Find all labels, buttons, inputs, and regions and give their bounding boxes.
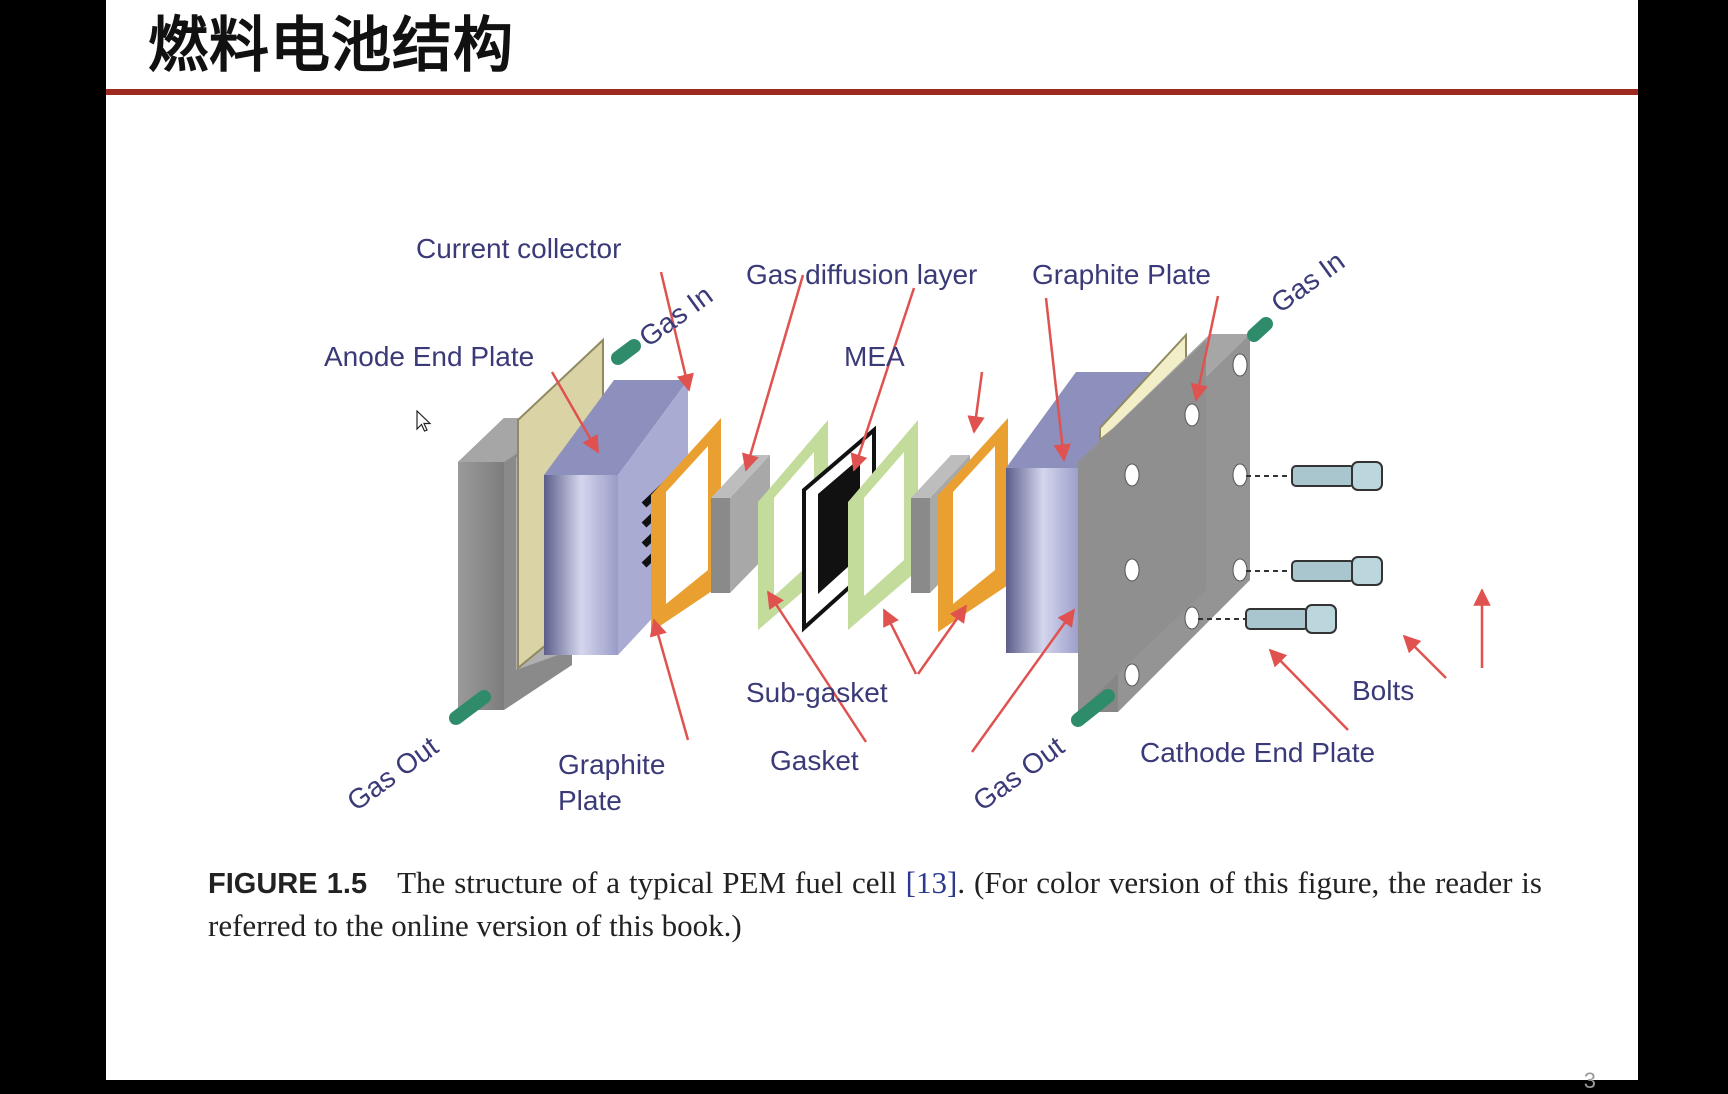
gas-port-right-out (1071, 689, 1115, 727)
anode-gasket (651, 418, 721, 632)
label-bolts: Bolts (1352, 675, 1414, 706)
label-gas-out-left: Gas Out (341, 730, 444, 816)
mouse-cursor-icon (416, 410, 432, 432)
gas-port-left-in (611, 339, 641, 365)
caption-text: The structure of a typical PEM fuel cell (397, 865, 906, 900)
label-mea: MEA (844, 341, 905, 372)
figure-caption: FIGURE 1.5 The structure of a typical PEM… (208, 862, 1542, 946)
label-gas-out-right: Gas Out (967, 730, 1070, 816)
label-current-collector: Current collector (416, 233, 621, 264)
label-sub-gasket: Sub-gasket (746, 677, 888, 708)
cathode-end-plate (1078, 334, 1250, 712)
slide: 燃料电池结构 (106, 0, 1638, 1093)
gas-port-right-in (1247, 317, 1273, 342)
label-gas-in-left: Gas In (633, 279, 718, 353)
pem-fuel-cell-diagram: Current collector Anode End Plate Gas In… (324, 233, 1491, 817)
gas-port-left-out (449, 690, 491, 725)
slide-title: 燃料电池结构 (148, 11, 514, 81)
label-anode-end-plate: Anode End Plate (324, 341, 534, 372)
label-graphite-plate-bottom-1: Graphite (558, 749, 665, 780)
caption-text-continued: . (For color version of this figure, the… (208, 865, 1542, 943)
label-graphite-plate-top: Graphite Plate (1032, 259, 1211, 290)
label-gasket: Gasket (770, 745, 859, 776)
label-graphite-plate-bottom-2: Plate (558, 785, 622, 816)
pointer-arrows (550, 271, 1491, 753)
cathode-gasket (938, 418, 1008, 632)
label-gas-diffusion-layer: Gas diffusion layer (746, 259, 977, 290)
sub-gasket-right (848, 420, 918, 630)
citation-ref: [13] (905, 865, 958, 900)
bolts (1198, 461, 1383, 634)
figure-label: FIGURE 1.5 (208, 868, 368, 900)
label-cathode-end-plate: Cathode End Plate (1140, 737, 1375, 768)
page-number: 3 (1583, 1068, 1596, 1093)
title-divider (106, 89, 1638, 95)
label-gas-in-right: Gas In (1265, 245, 1350, 319)
